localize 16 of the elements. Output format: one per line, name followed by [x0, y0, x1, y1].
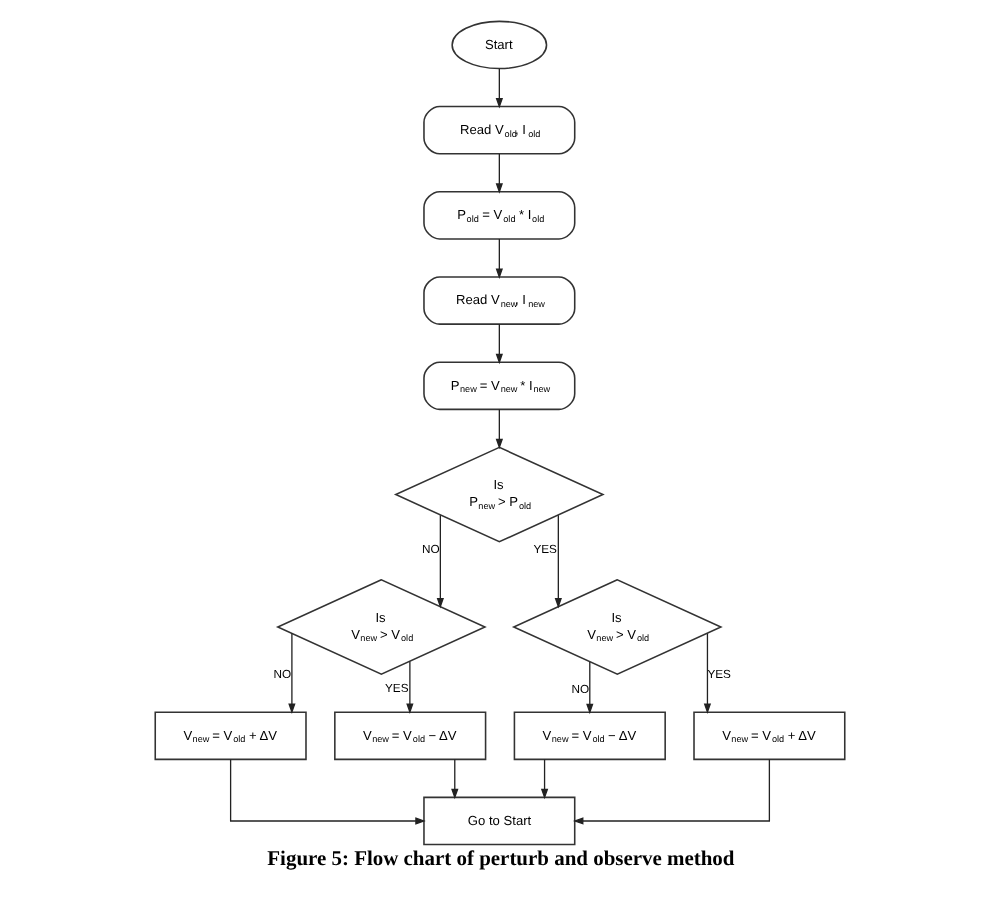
arrow — [406, 660, 414, 714]
arrow — [540, 758, 549, 800]
arrow — [586, 661, 594, 715]
arrow — [495, 238, 504, 279]
arrow — [229, 758, 426, 825]
arrow — [288, 632, 296, 714]
arrow — [572, 758, 771, 825]
arrow — [495, 153, 504, 194]
arrow — [495, 408, 504, 450]
arrow — [451, 758, 459, 800]
arrow — [703, 632, 712, 714]
arrow — [554, 514, 562, 609]
arrow — [436, 514, 445, 609]
caption: Figure 5: Flow chart of perturb and observe method — [267, 849, 735, 872]
arrow — [495, 323, 504, 365]
arrow — [495, 68, 504, 109]
